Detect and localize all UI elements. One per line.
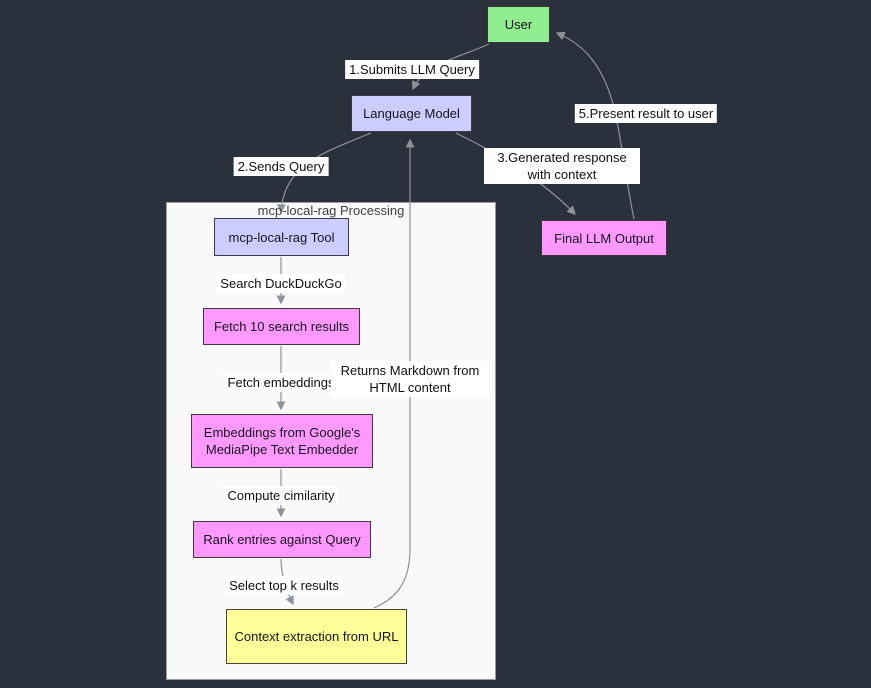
edge-label-fetch-embeddings: Fetch embeddings [223, 373, 339, 392]
node-user: User [487, 6, 550, 43]
edge-context-to-language-model [373, 138, 415, 609]
node-embeddings: Embeddings from Google's MediaPipe Text … [191, 414, 373, 468]
edge-label-submits-llm-query: 1.Submits LLM Query [345, 60, 479, 79]
edge-label-generated-response: 3.Generated response with context [484, 148, 640, 184]
node-fetch-search-results: Fetch 10 search results [203, 308, 360, 345]
edge-label-returns-markdown: Returns Markdown from HTML content [331, 361, 489, 397]
edge-label-present-result: 5.Present result to user [574, 104, 718, 123]
node-rank-entries: Rank entries against Query [193, 521, 371, 558]
edge-label-search-duckduckgo: Search DuckDuckGo [216, 274, 346, 293]
edge-label-sends-query: 2.Sends Query [233, 157, 329, 176]
edge-final-to-user [555, 31, 635, 220]
edge-label-compute-similarity: Compute cimilarity [223, 486, 339, 505]
node-context-extraction: Context extraction from URL [226, 609, 407, 664]
node-mcp-local-rag-tool: mcp-local-rag Tool [214, 218, 349, 256]
node-language-model: Language Model [351, 95, 472, 132]
edge-label-select-top-k: Select top k results [225, 576, 343, 595]
subgraph-title: mcp-local-rag Processing [257, 203, 405, 218]
node-final-llm-output: Final LLM Output [541, 220, 667, 256]
